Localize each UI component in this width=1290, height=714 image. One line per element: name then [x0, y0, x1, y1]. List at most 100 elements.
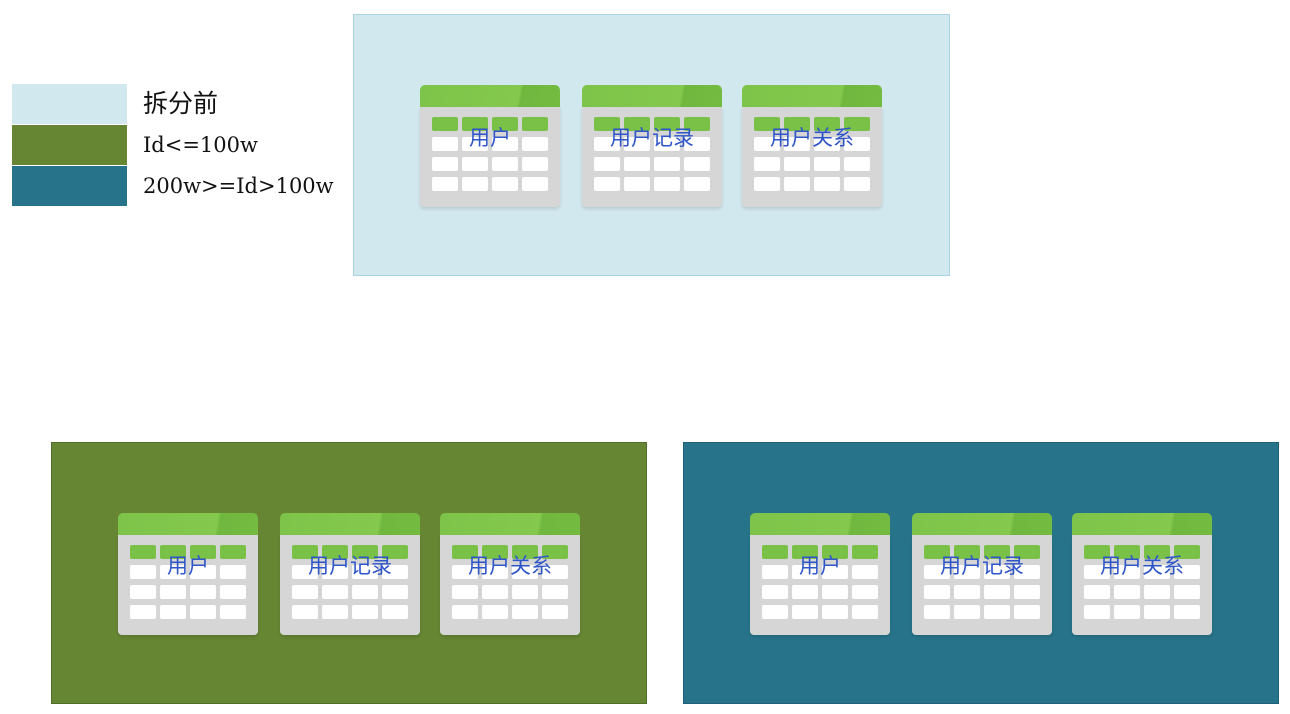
table-header-bar — [440, 513, 580, 535]
table-cell — [482, 565, 508, 579]
table-header-bar — [742, 85, 882, 107]
table-header-cell — [1144, 545, 1170, 559]
table-cell — [432, 177, 458, 191]
table-header-cell — [1114, 545, 1140, 559]
table-user-relations: 用户关系 — [742, 85, 882, 207]
table-name-user-records: 用户记录 — [610, 126, 694, 150]
table-cell — [452, 565, 478, 579]
table-cell — [352, 605, 378, 619]
table-cell — [1084, 605, 1110, 619]
table-cell — [822, 565, 848, 579]
table-header-cell — [594, 117, 620, 131]
table-header-cell — [1084, 545, 1110, 559]
table-header-bar — [420, 85, 560, 107]
table-header-cell — [512, 545, 538, 559]
table-cell — [512, 565, 538, 579]
table-cell — [522, 177, 548, 191]
table-name-user-relations: 用户关系 — [1100, 554, 1184, 578]
table-header-cell — [190, 545, 216, 559]
table-icon — [420, 107, 560, 207]
table-cell — [852, 585, 878, 599]
table-cell — [160, 585, 186, 599]
table-header-cell — [492, 117, 518, 131]
table-cell — [492, 137, 518, 151]
table-cell — [624, 177, 650, 191]
table-cell — [462, 137, 488, 151]
table-icon — [1072, 535, 1212, 635]
table-cell — [1014, 565, 1040, 579]
table-header-bar — [750, 513, 890, 535]
table-cell — [352, 585, 378, 599]
table-name-user-relations: 用户关系 — [468, 554, 552, 578]
database-before-split: 用户 用户记录 用户关系 — [353, 14, 950, 276]
table-header-cell — [762, 545, 788, 559]
table-users: 用户 — [750, 513, 890, 635]
table-cell — [190, 605, 216, 619]
table-cell — [1174, 605, 1200, 619]
legend-item-before-split: 拆分前 — [12, 84, 352, 124]
table-cell — [292, 605, 318, 619]
table-icon — [440, 535, 580, 635]
table-cell — [322, 605, 348, 619]
table-cell — [220, 585, 246, 599]
table-name-users: 用户 — [167, 554, 209, 578]
table-header-cell — [654, 117, 680, 131]
table-cell — [432, 137, 458, 151]
table-cell — [160, 605, 186, 619]
table-cell — [1114, 585, 1140, 599]
legend-label-shard-b: 200w>=Id>100w — [143, 174, 334, 198]
table-user-records: 用户记录 — [912, 513, 1052, 635]
table-header-cell — [684, 117, 710, 131]
table-cell — [1174, 585, 1200, 599]
table-cell — [984, 605, 1010, 619]
table-cell — [1084, 585, 1110, 599]
table-cell — [822, 605, 848, 619]
table-cell — [1144, 605, 1170, 619]
table-cell — [984, 565, 1010, 579]
table-header-cell — [292, 545, 318, 559]
table-cell — [954, 565, 980, 579]
table-cell — [954, 585, 980, 599]
table-name-users: 用户 — [799, 554, 841, 578]
table-header-cell — [822, 545, 848, 559]
table-cell — [822, 585, 848, 599]
table-cell — [522, 137, 548, 151]
table-cell — [784, 177, 810, 191]
table-cell — [924, 565, 950, 579]
legend-swatch-before-split — [12, 84, 127, 124]
table-header-bar — [280, 513, 420, 535]
table-header-cell — [1174, 545, 1200, 559]
table-users: 用户 — [420, 85, 560, 207]
table-cell — [190, 565, 216, 579]
table-cell — [814, 137, 840, 151]
table-header-cell — [352, 545, 378, 559]
table-cell — [954, 605, 980, 619]
table-cell — [924, 585, 950, 599]
table-name-users: 用户 — [469, 126, 511, 150]
table-cell — [844, 157, 870, 171]
table-user-records: 用户记录 — [582, 85, 722, 207]
table-cell — [130, 585, 156, 599]
table-icon — [750, 535, 890, 635]
legend-swatch-shard-b — [12, 166, 127, 206]
table-header-bar — [912, 513, 1052, 535]
table-header-cell — [984, 545, 1010, 559]
table-cell — [382, 585, 408, 599]
table-cell — [462, 157, 488, 171]
table-cell — [594, 137, 620, 151]
table-icon — [582, 107, 722, 207]
table-header-cell — [852, 545, 878, 559]
legend-label-before-split: 拆分前 — [143, 89, 219, 118]
table-header-cell — [542, 545, 568, 559]
table-cell — [814, 157, 840, 171]
table-cell — [1014, 605, 1040, 619]
table-name-user-records: 用户记录 — [308, 554, 392, 578]
table-cell — [220, 605, 246, 619]
table-cell — [292, 565, 318, 579]
table-cell — [352, 565, 378, 579]
table-header-cell — [322, 545, 348, 559]
table-cell — [754, 177, 780, 191]
table-users: 用户 — [118, 513, 258, 635]
table-cell — [542, 585, 568, 599]
table-cell — [754, 157, 780, 171]
